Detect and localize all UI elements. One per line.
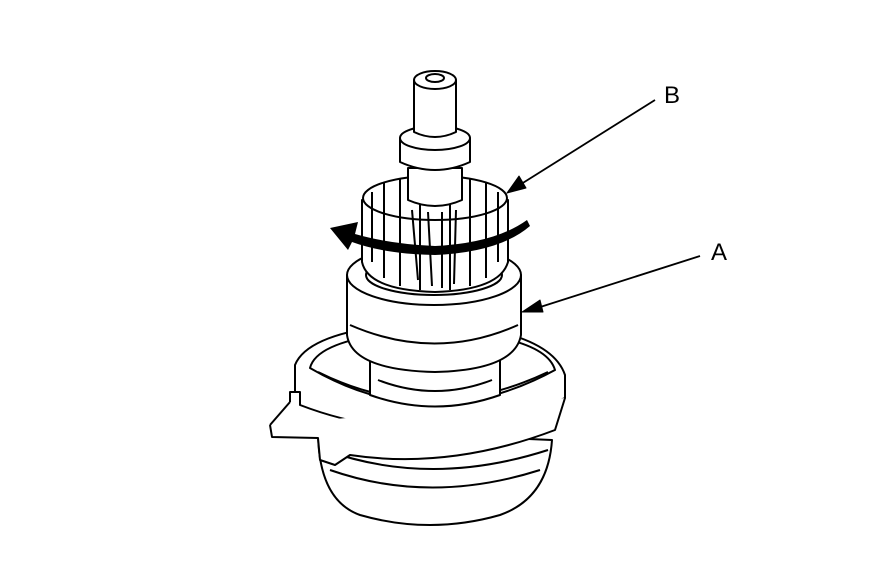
rotation-arrow — [330, 220, 530, 255]
callout-label-a: A — [711, 239, 728, 266]
shaft — [399, 70, 471, 207]
callout-label-b: B — [664, 82, 681, 109]
leader-lines — [506, 99, 701, 313]
